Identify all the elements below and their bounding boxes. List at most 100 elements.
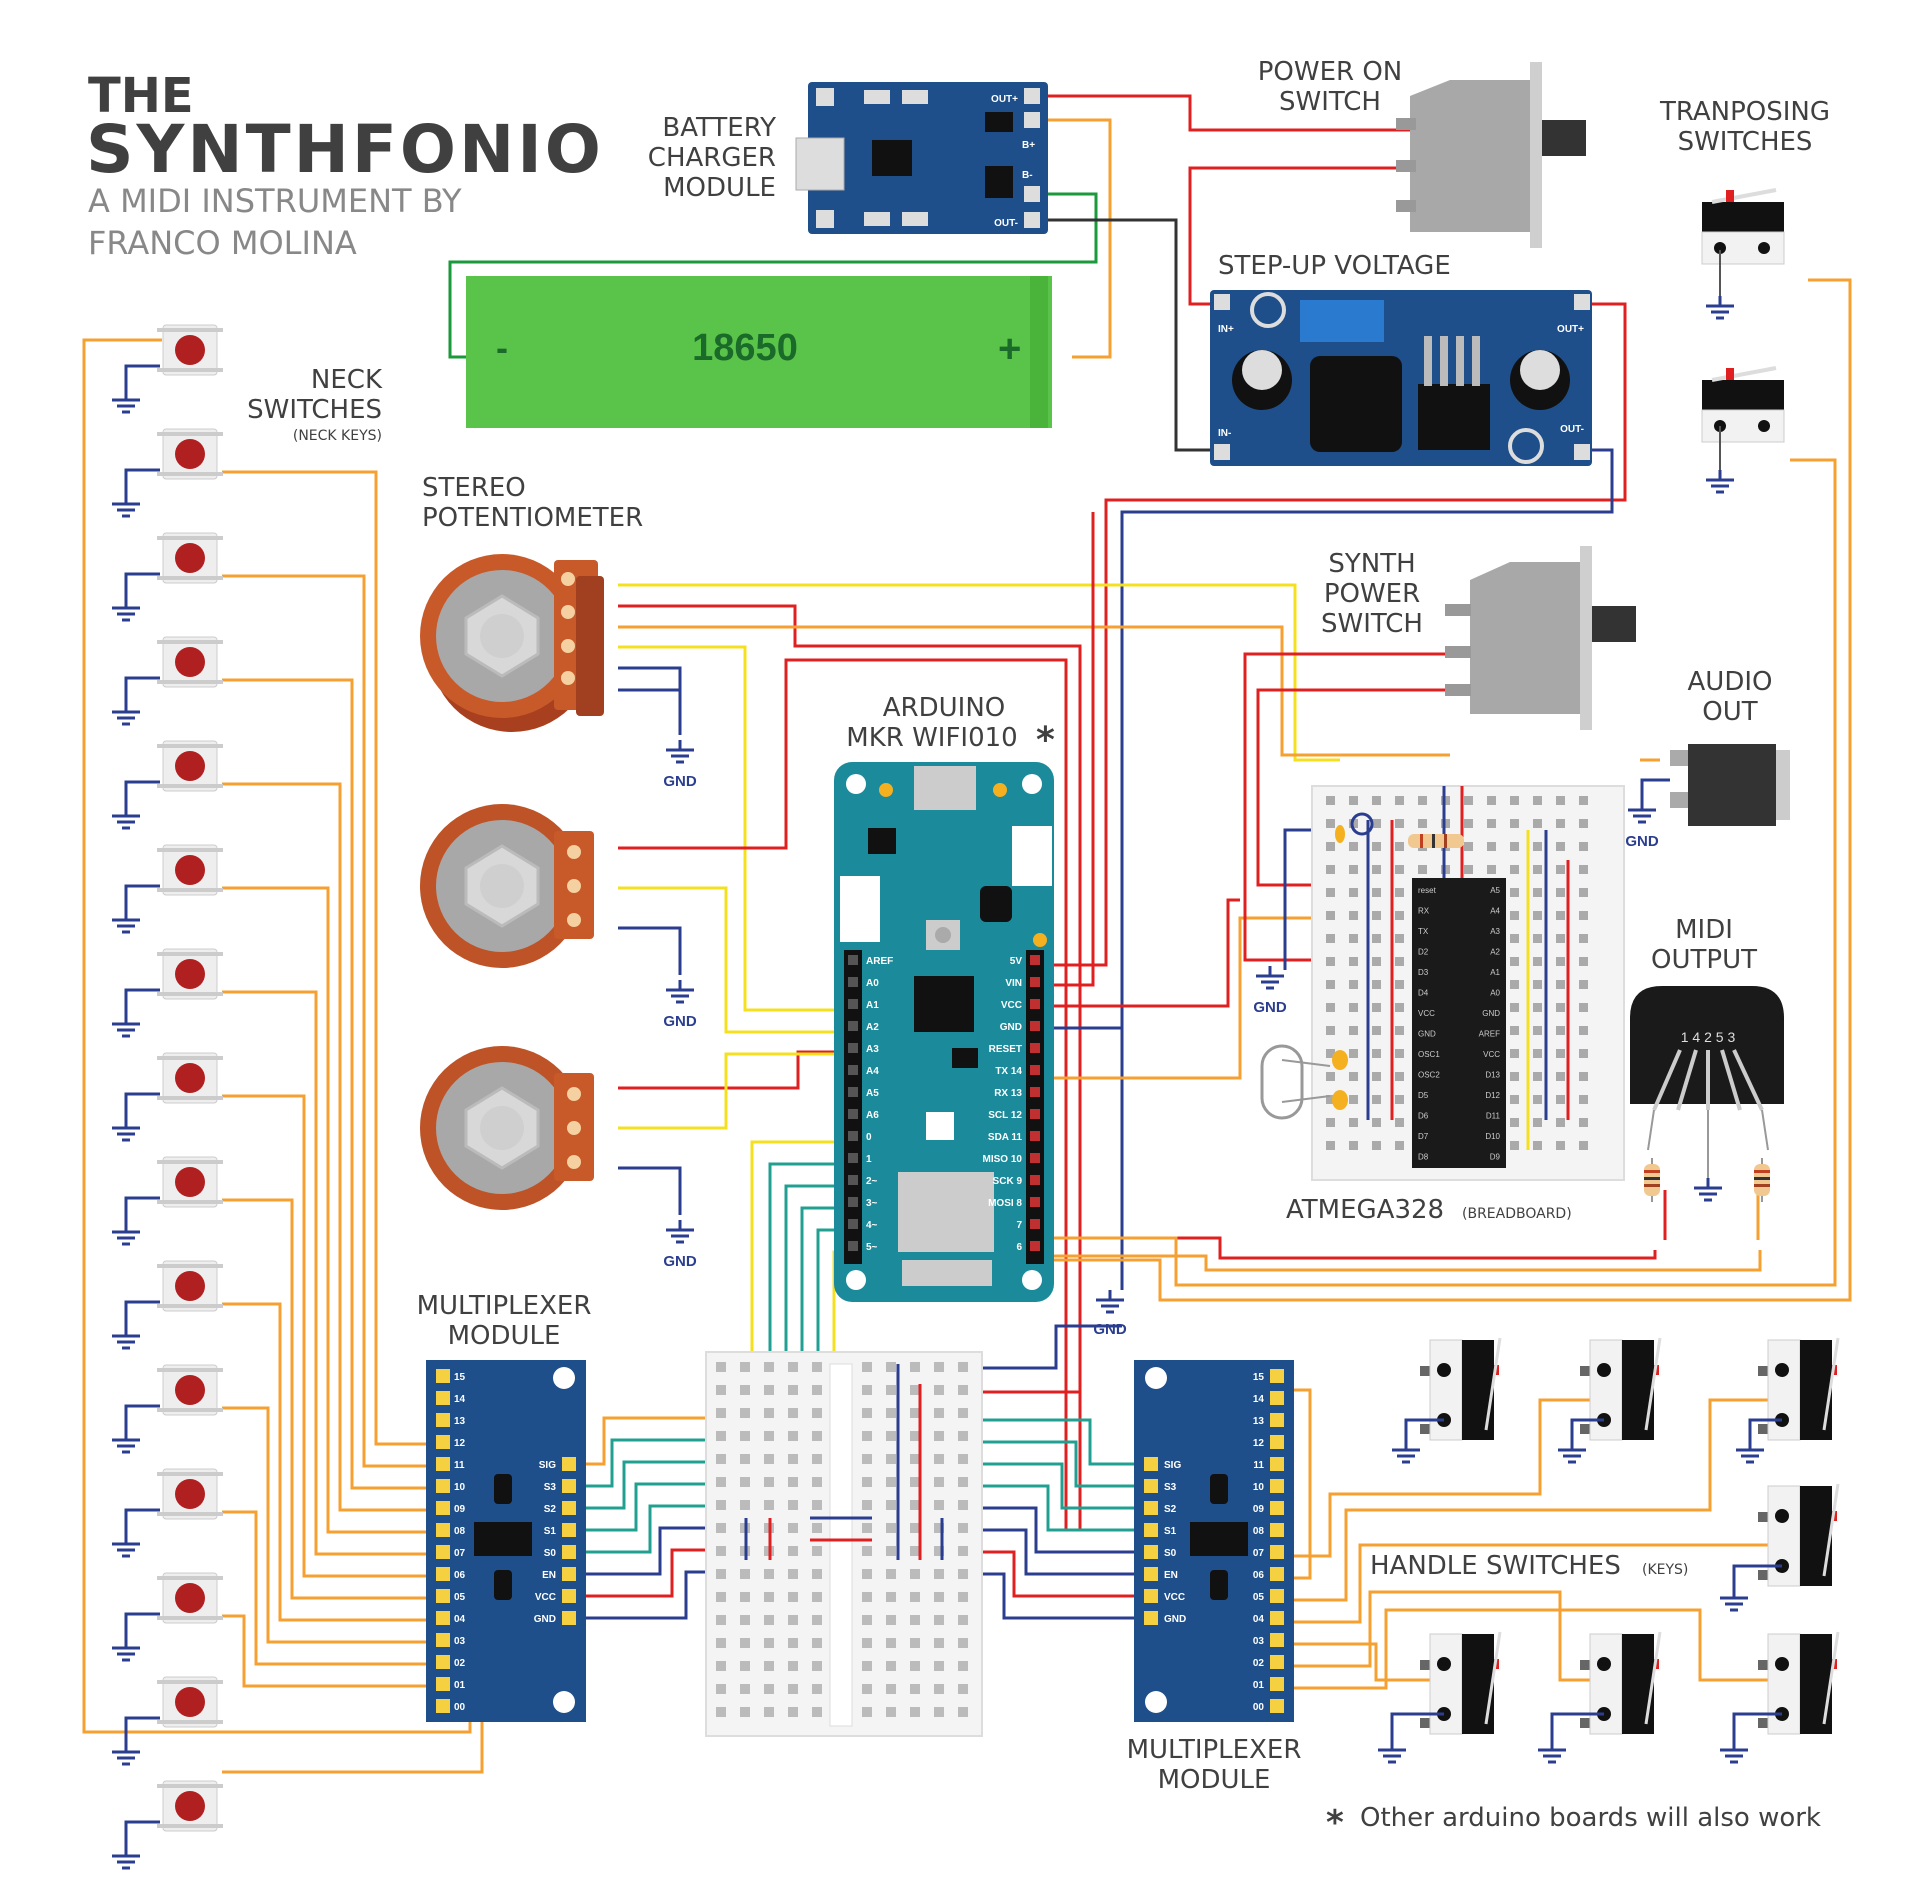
synth-power-label-2: POWER — [1324, 579, 1420, 609]
atmega-pin-label: D11 — [1486, 1112, 1501, 1121]
audio-label-1: AUDIO — [1688, 667, 1773, 697]
mux-channel-label: 03 — [454, 1636, 466, 1647]
gnd-label: GND — [1625, 833, 1659, 850]
mux-control-label: VCC — [535, 1592, 556, 1603]
battery-minus: - — [496, 327, 508, 368]
wire-neck-3 — [222, 678, 452, 1490]
battery-18650: - 18650 + — [466, 276, 1052, 428]
neck-switch-list — [110, 324, 224, 1870]
atmega-pin-label: OSC2 — [1418, 1071, 1440, 1080]
wire-neck-11 — [222, 1510, 452, 1666]
wire-left-s1 — [568, 1482, 730, 1532]
mux-control-label: S1 — [1164, 1526, 1177, 1537]
gnd-icon — [664, 1218, 696, 1244]
wire-neck-6 — [222, 990, 452, 1556]
wire-neck-9 — [222, 1302, 452, 1622]
wire-neck-12 — [222, 1614, 452, 1688]
resistor-midi-2 — [1753, 1157, 1771, 1203]
wire-pot3-yellow — [618, 1052, 845, 1130]
wire-stepup-out-minus — [1120, 448, 1614, 1290]
gnd-icon — [1094, 1288, 1126, 1314]
atmega-pin-label: VCC — [1483, 1050, 1500, 1059]
atmega-pin-label: D12 — [1485, 1091, 1500, 1100]
handle-switch-2 — [1578, 1336, 1662, 1442]
arduino-pin-label: 3~ — [866, 1198, 878, 1209]
power-switch-label-1: POWER ON — [1258, 57, 1403, 87]
mini-breadboard — [705, 1351, 983, 1737]
battery-plus: + — [998, 327, 1021, 371]
arduino-pin-label: VCC — [1001, 1000, 1022, 1011]
handle-keys-label: (KEYS) — [1642, 1562, 1688, 1578]
neck-switch — [156, 636, 224, 688]
neck-switch — [156, 1260, 224, 1312]
wire-left-en — [568, 1526, 730, 1576]
atmega-pin-label: D10 — [1485, 1132, 1500, 1141]
wire-right-sig — [960, 1418, 1160, 1466]
wire-right-s0 — [960, 1506, 1160, 1554]
mux-left-label-1: MULTIPLEXER — [417, 1291, 592, 1321]
gnd-icon — [110, 596, 142, 622]
midi-label-1: MIDI — [1675, 915, 1733, 945]
handle-switch-7 — [1756, 1630, 1840, 1736]
gnd-icon — [664, 978, 696, 1004]
neck-switch — [156, 532, 224, 584]
wire-vcc — [1038, 898, 1240, 1008]
wire-d1 — [768, 1162, 845, 1440]
footnote-text: Other arduino boards will also work — [1360, 1803, 1821, 1833]
atmega-pin-label: GND — [1418, 1030, 1436, 1039]
wire-neck-2 — [222, 574, 452, 1468]
wire-pin6a — [1038, 1250, 1762, 1272]
arduino-pin-label: 5V — [1010, 956, 1023, 967]
gnd-label: GND — [663, 1013, 697, 1030]
arduino-pin-label: A6 — [866, 1110, 879, 1121]
mux-channel-label: 09 — [1253, 1504, 1265, 1515]
atmega-pin-label: A0 — [1490, 989, 1500, 998]
neck-switches: NECK SWITCHES (NECK KEYS) — [247, 365, 383, 444]
handle-switch-6 — [1578, 1630, 1662, 1736]
subtitle-line1: A MIDI INSTRUMENT BY — [88, 182, 462, 220]
gnd-icon — [1718, 1738, 1750, 1764]
mux-control-label: EN — [1164, 1570, 1178, 1581]
atmega-pin-label: A5 — [1490, 886, 1500, 895]
gnd-icon — [110, 1324, 142, 1350]
arduino-pin-label: A0 — [866, 978, 879, 989]
wire-pot2-gnd — [618, 926, 682, 975]
wire-right-s2 — [960, 1462, 1160, 1510]
wire-out-plus — [1038, 94, 1410, 132]
mux-channel-label: 00 — [454, 1702, 466, 1713]
wire-handle-4 — [1288, 1543, 1778, 1624]
mux-channel-label: 13 — [1253, 1416, 1265, 1427]
midi-pin-numbers: 1 4 2 5 3 — [1681, 1029, 1736, 1045]
wire-right-vcc — [960, 1550, 1160, 1598]
mux-right-label-2: MODULE — [1158, 1765, 1271, 1795]
wire-pot1-gnd — [618, 666, 682, 735]
arduino-asterisk: * — [1036, 720, 1055, 761]
mux-channel-label: 04 — [1253, 1614, 1265, 1625]
neck-switch — [156, 844, 224, 896]
midi-label-2: OUTPUT — [1651, 945, 1757, 975]
neck-switch — [156, 740, 224, 792]
wire-out-minus — [1038, 218, 1222, 452]
arduino-pin-label: SCL 12 — [988, 1110, 1022, 1121]
mux-left-pins: 15141312111009080706050403020100SIGS3S2S… — [436, 1369, 576, 1713]
mux-channel-label: 05 — [1253, 1592, 1265, 1603]
gnd-icon — [1704, 468, 1736, 494]
wire-synth-sw2 — [1256, 688, 1445, 887]
wire-handle-1 — [1288, 1388, 1312, 1580]
gnd-icon — [110, 1428, 142, 1454]
stepup-out-plus: OUT+ — [1557, 324, 1584, 335]
handle-switches: HANDLE SWITCHES (KEYS) — [1370, 1336, 1840, 1764]
arduino-pin-label: A3 — [866, 1044, 879, 1055]
atmega-pin-label: D2 — [1418, 948, 1429, 957]
transposing-label-1: TRANPOSING — [1659, 97, 1830, 127]
mux-channel-label: 15 — [454, 1372, 466, 1383]
gnd-icon — [1376, 1738, 1408, 1764]
gnd-icon — [110, 1740, 142, 1766]
midi-output-connector: MIDI OUTPUT 1 4 2 5 3 — [1630, 915, 1784, 1203]
wire-pot1-b — [618, 604, 1082, 1530]
gnd-icon — [1254, 964, 1286, 990]
stepup-label: STEP-UP VOLTAGE — [1218, 251, 1451, 281]
arduino-pin-label: 5~ — [866, 1242, 878, 1253]
charger-pin-out-plus: OUT+ — [991, 94, 1018, 105]
handle-label: HANDLE SWITCHES — [1370, 1551, 1621, 1581]
